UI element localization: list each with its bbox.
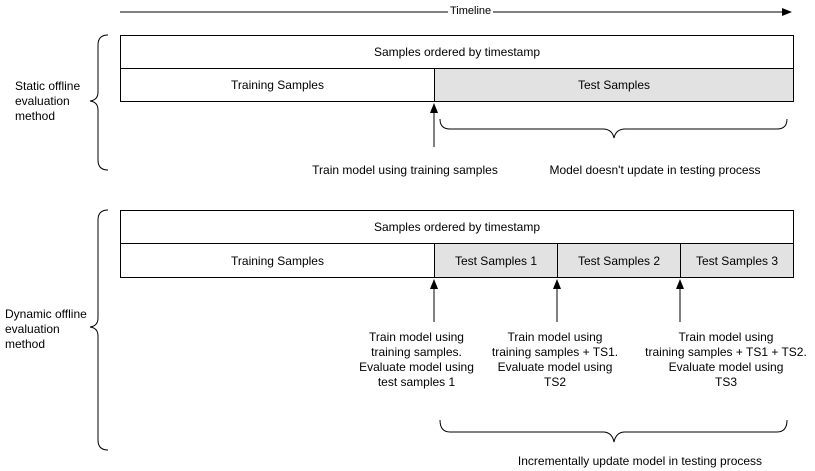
static-test-label: Test Samples xyxy=(577,78,651,92)
static-method-label: Static offline evaluation method xyxy=(15,79,81,123)
static-header-label: Samples ordered by timestamp xyxy=(373,45,541,59)
static-header-box: Samples ordered by timestamp xyxy=(120,35,794,69)
dynamic-test-label-2: Test Samples 2 xyxy=(577,253,661,268)
dynamic-arrow-caption-1: Train model using training samples. Eval… xyxy=(359,330,474,389)
dynamic-test-box-1: Test Samples 1 xyxy=(434,243,558,278)
dynamic-test-box-3: Test Samples 3 xyxy=(680,243,794,278)
static-training-box: Training Samples xyxy=(120,68,435,102)
dynamic-header-box: Samples ordered by timestamp xyxy=(120,210,794,244)
static-training-label: Training Samples xyxy=(231,78,324,92)
dynamic-training-box: Training Samples xyxy=(120,243,435,278)
dynamic-brace-caption: Incrementally update model in testing pr… xyxy=(517,454,763,468)
dynamic-test-box-2: Test Samples 2 xyxy=(557,243,681,278)
dynamic-arrow-caption-2: Train model using training samples + TS1… xyxy=(491,330,619,389)
static-arrow-caption: Train model using training samples xyxy=(312,163,498,177)
static-test-box: Test Samples xyxy=(434,68,794,102)
static-test-brace xyxy=(439,118,788,139)
dynamic-arrow-caption-3: Train model using training samples + TS1… xyxy=(645,330,807,389)
static-method-brace xyxy=(89,34,109,171)
dynamic-method-brace xyxy=(89,209,109,451)
dynamic-test-label-3: Test Samples 3 xyxy=(695,253,779,268)
dynamic-header-label: Samples ordered by timestamp xyxy=(373,220,541,234)
dynamic-training-label: Training Samples xyxy=(231,253,324,268)
timeline-label: Timeline xyxy=(448,5,494,17)
dynamic-test-label-1: Test Samples 1 xyxy=(454,253,538,268)
static-brace-caption: Model doesn't update in testing process xyxy=(549,163,761,177)
dynamic-test-brace xyxy=(439,419,788,443)
dynamic-method-label: Dynamic offline evaluation method xyxy=(5,307,87,351)
